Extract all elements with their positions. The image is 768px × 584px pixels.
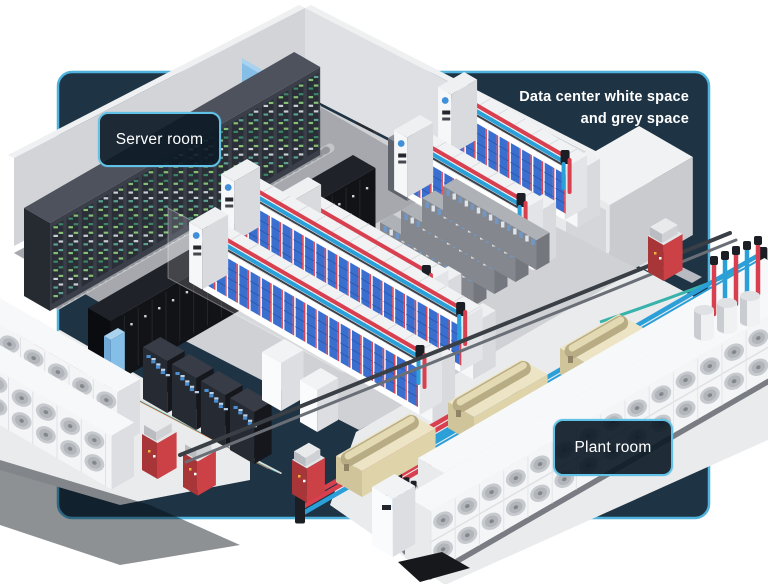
server-room-label-text: Server room [115,130,204,148]
plant-room-label-text: Plant room [574,438,652,456]
caption-line-1: Data center white space [519,89,689,105]
whitespace-greyspace-caption: Data center white space and grey space [519,86,689,130]
plant-room-label: Plant room [553,419,673,476]
server-room-label: Server room [98,112,221,167]
caption-line-2: and grey space [580,111,689,127]
